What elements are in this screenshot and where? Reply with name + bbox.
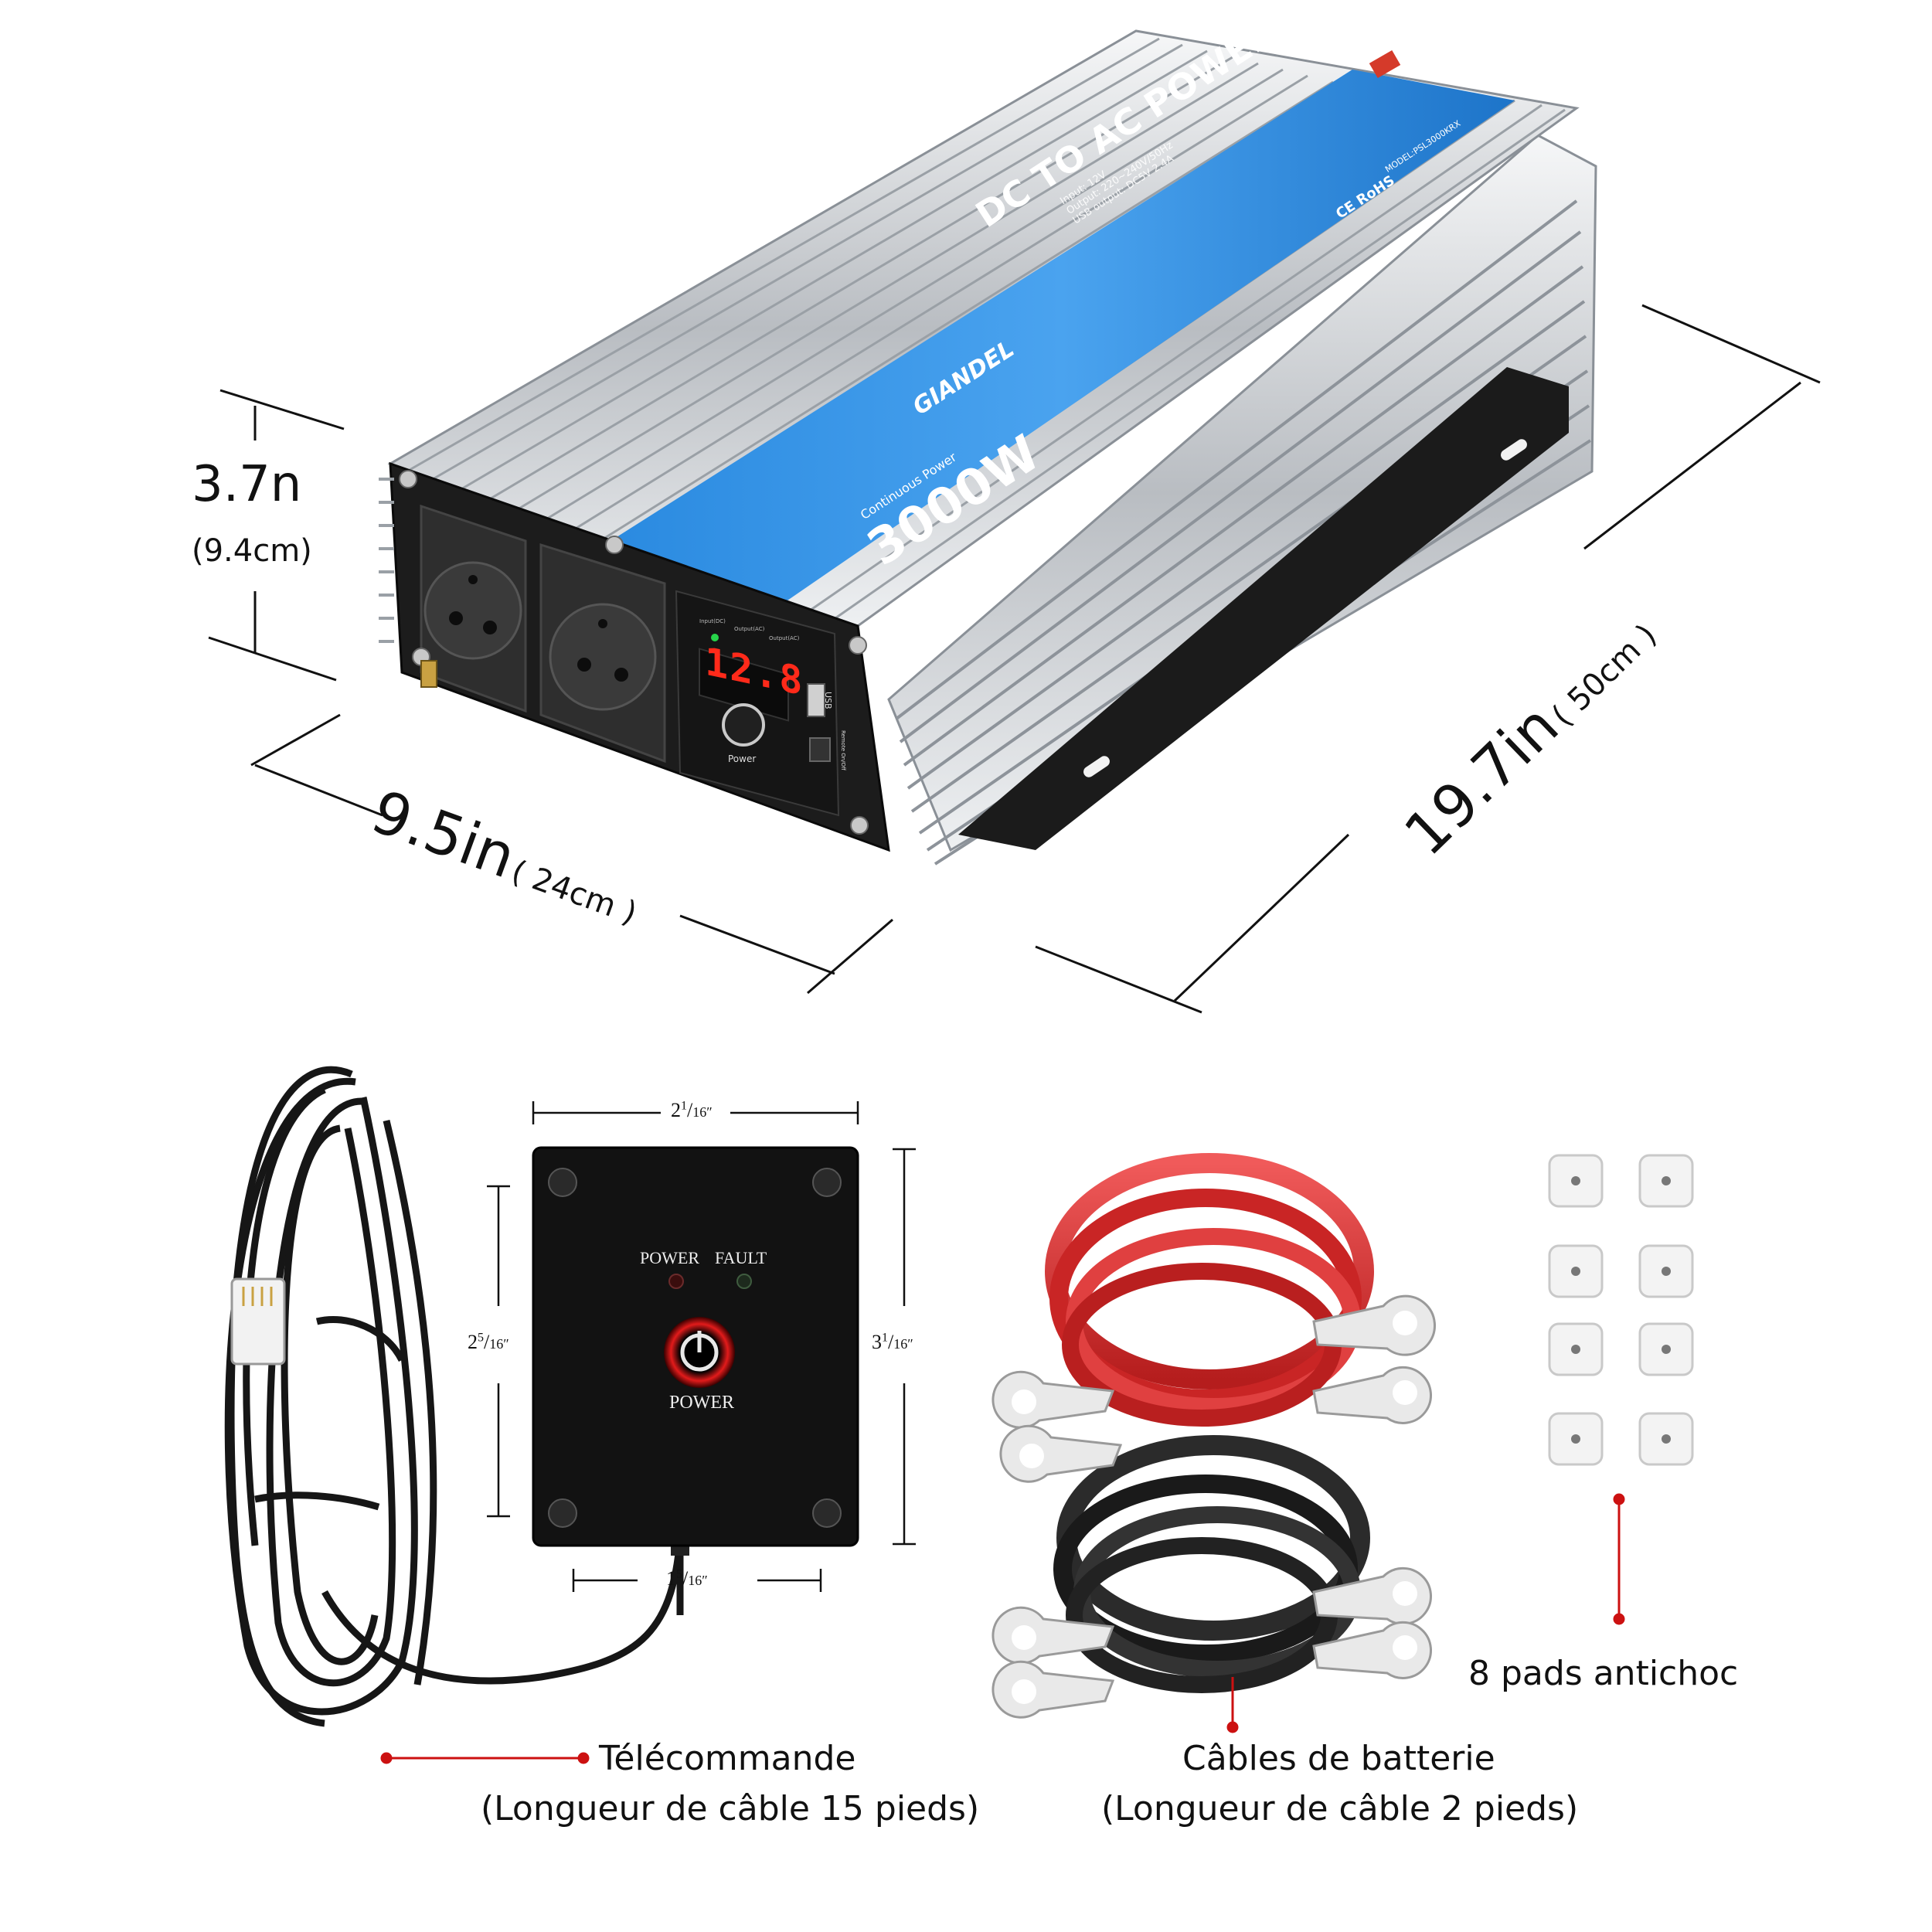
ring-holes bbox=[1012, 1311, 1417, 1704]
anti-shock-pads bbox=[1548, 1154, 1694, 1466]
label-band bbox=[611, 70, 1515, 611]
inverter bbox=[379, 29, 1597, 866]
panel-screws bbox=[399, 470, 869, 835]
outlet-1 bbox=[423, 561, 522, 660]
remote-dim-width-whole: 2 bbox=[671, 1099, 681, 1121]
black-battery-cable bbox=[1053, 1435, 1370, 1693]
remote-dim-height-inner-num: 5 bbox=[478, 1331, 484, 1345]
remote-button-label: POWER bbox=[669, 1393, 734, 1413]
dimension-lines bbox=[208, 304, 1821, 1014]
outlet-2-pin bbox=[598, 619, 607, 628]
inverter-led-label-3: Output(AC) bbox=[769, 635, 800, 641]
callout-pointers bbox=[380, 1493, 1625, 1764]
remote-power-led-label: POWER bbox=[640, 1248, 699, 1267]
height-dimension: 3.7n bbox=[192, 456, 302, 513]
cables-caption-title: Câbles de batterie bbox=[1182, 1739, 1495, 1778]
remote-caption-title: Télécommande bbox=[599, 1739, 856, 1778]
remote-dim-height-whole: 3 bbox=[872, 1331, 882, 1353]
rear-red-terminal bbox=[1369, 49, 1401, 79]
remote-dim-base-num: 5 bbox=[676, 1567, 682, 1581]
remote-caption-sub: (Longueur de câble 15 pieds) bbox=[481, 1789, 980, 1828]
inverter-power-button[interactable] bbox=[722, 703, 765, 747]
outlet-1-pin bbox=[468, 575, 478, 584]
remote-dim-base: 15/16″ bbox=[666, 1567, 708, 1590]
ground-terminal bbox=[420, 660, 437, 688]
inverter-power-label: Power bbox=[728, 753, 757, 764]
mounting-bracket bbox=[958, 367, 1569, 850]
cables-caption-sub: (Longueur de câble 2 pieds) bbox=[1101, 1789, 1579, 1828]
remote-cable-coil bbox=[224, 1066, 684, 1727]
input-led bbox=[711, 634, 719, 641]
outlet-1-hole bbox=[449, 611, 463, 625]
inverter-side-fins bbox=[887, 134, 1597, 852]
outlet-1-hole bbox=[483, 621, 497, 634]
remote-dim-height-num: 1 bbox=[882, 1331, 888, 1345]
bracket-hole bbox=[1501, 439, 1527, 461]
remote-screws bbox=[548, 1168, 842, 1528]
remote-dim-height-den: 16″ bbox=[893, 1336, 913, 1352]
inverter-led-label-2: Output(AC) bbox=[734, 626, 765, 632]
front-edge-fins bbox=[379, 478, 394, 643]
outlet-2-hole bbox=[614, 668, 628, 682]
remote-fault-led-label: FAULT bbox=[715, 1248, 767, 1267]
remote-dim-height: 31/16″ bbox=[872, 1331, 913, 1353]
remote-dim-width-den: 16″ bbox=[692, 1104, 713, 1120]
rj11-plug bbox=[230, 1277, 286, 1366]
height-dimension-metric: (9.4cm) bbox=[192, 533, 312, 569]
red-battery-cable bbox=[1045, 1153, 1374, 1427]
usb-port[interactable] bbox=[807, 683, 825, 717]
inverter-usb-label: USB bbox=[823, 692, 833, 709]
pads-caption: 8 pads antichoc bbox=[1468, 1654, 1739, 1693]
remote-fault-led bbox=[736, 1274, 752, 1289]
remote-dim-width: 21/16″ bbox=[671, 1099, 713, 1121]
remote-power-led bbox=[668, 1274, 684, 1289]
inverter-led-label-1: Input(DC) bbox=[699, 618, 726, 624]
remote-dim-base-den: 16″ bbox=[688, 1573, 708, 1588]
remote-dim-width-num: 1 bbox=[681, 1099, 687, 1113]
remote-dimension-lines bbox=[487, 1101, 916, 1592]
bracket-hole bbox=[1083, 756, 1110, 777]
outlet-2-hole bbox=[577, 658, 591, 672]
remote-dim-base-whole: 1 bbox=[666, 1567, 676, 1590]
inverter-remote-label: Remote On/Off bbox=[840, 730, 846, 770]
remote-dim-height-inner-den: 16″ bbox=[489, 1336, 509, 1352]
remote-dim-height-inner-whole: 2 bbox=[468, 1331, 478, 1353]
outlet-2 bbox=[549, 603, 657, 711]
remote-port[interactable] bbox=[809, 737, 831, 762]
remote-dim-height-inner: 25/16″ bbox=[468, 1331, 509, 1353]
rj11-contacts bbox=[242, 1287, 273, 1306]
